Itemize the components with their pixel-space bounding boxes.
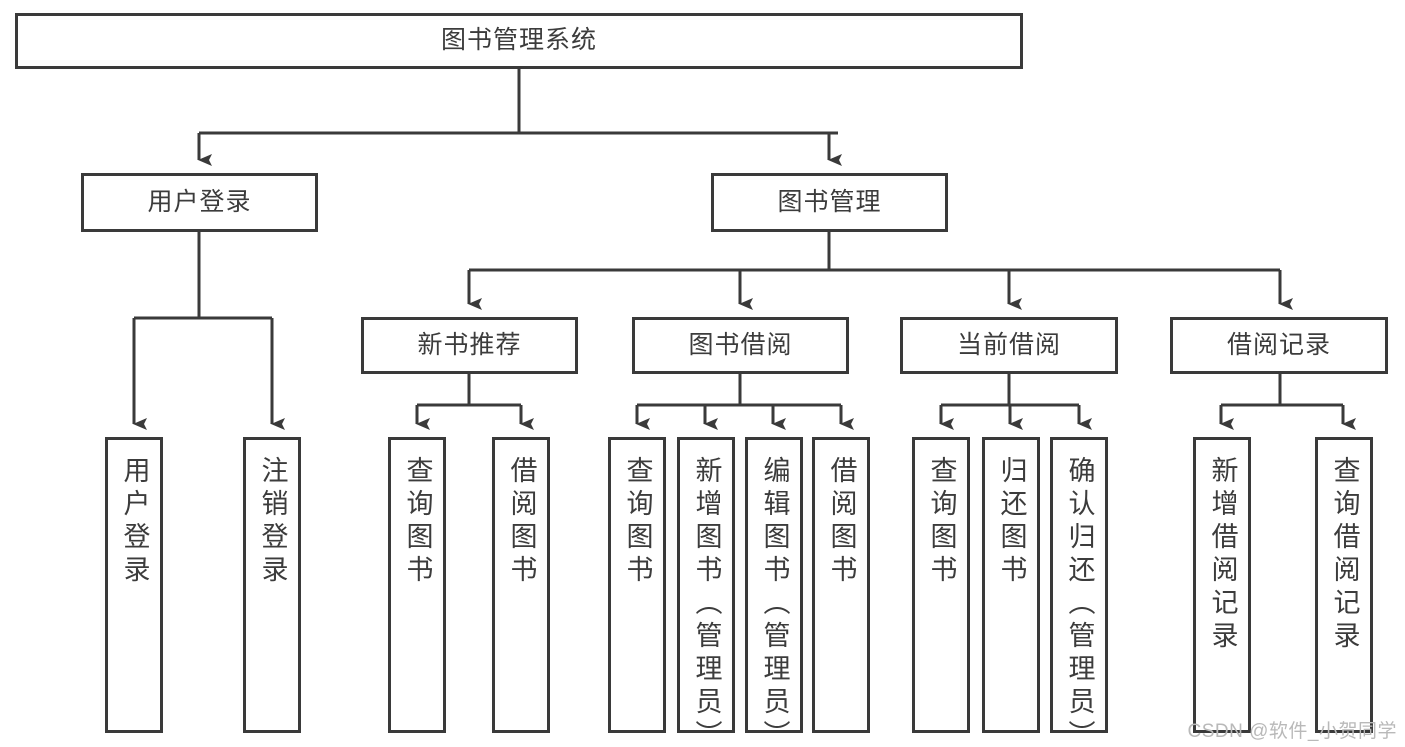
leaf-confirm-return-admin[interactable]: 确认归还（管理员） xyxy=(1050,437,1108,747)
node-label: 用户登录 xyxy=(147,187,252,216)
node-label: 查询图书 xyxy=(622,456,653,588)
node-label: 查询图书 xyxy=(926,456,957,588)
node-new-book-recommend[interactable]: 新书推荐 xyxy=(361,317,578,374)
node-label: 编辑图书（管理员） xyxy=(759,456,790,747)
leaf-add-borrow-record[interactable]: 新增借阅记录 xyxy=(1193,437,1251,733)
node-label: 确认归还（管理员） xyxy=(1064,456,1095,747)
node-label: 新书推荐 xyxy=(417,330,522,359)
node-book-borrow[interactable]: 图书借阅 xyxy=(632,317,849,374)
leaf-user-logout[interactable]: 注销登录 xyxy=(243,437,301,733)
node-current-borrow[interactable]: 当前借阅 xyxy=(900,317,1118,374)
leaf-edit-book-admin[interactable]: 编辑图书（管理员） xyxy=(745,437,803,747)
node-label: 图书管理系统 xyxy=(440,26,597,55)
node-book-management[interactable]: 图书管理 xyxy=(711,173,948,232)
node-label: 图书借阅 xyxy=(688,330,793,359)
node-label: 当前借阅 xyxy=(956,330,1061,359)
leaf-add-book-admin[interactable]: 新增图书（管理员） xyxy=(677,437,735,747)
node-label: 图书管理 xyxy=(777,187,882,216)
leaf-borrow-book[interactable]: 借阅图书 xyxy=(812,437,870,733)
watermark: CSDN @软件_小贺同学 xyxy=(1187,721,1397,742)
node-user-login[interactable]: 用户登录 xyxy=(81,173,318,232)
node-label: 注销登录 xyxy=(257,456,288,588)
leaf-return-book[interactable]: 归还图书 xyxy=(982,437,1040,733)
node-label: 借阅图书 xyxy=(506,456,537,588)
node-borrow-record[interactable]: 借阅记录 xyxy=(1170,317,1388,374)
node-label: 查询图书 xyxy=(402,456,433,588)
node-label: 借阅图书 xyxy=(826,456,857,588)
node-root-system[interactable]: 图书管理系统 xyxy=(15,13,1023,69)
leaf-query-book-current[interactable]: 查询图书 xyxy=(912,437,970,733)
node-label: 借阅记录 xyxy=(1226,330,1331,359)
leaf-query-borrow-record[interactable]: 查询借阅记录 xyxy=(1315,437,1373,733)
node-label: 用户登录 xyxy=(119,456,150,588)
leaf-user-login[interactable]: 用户登录 xyxy=(105,437,163,733)
node-label: 查询借阅记录 xyxy=(1329,456,1360,654)
node-label: 归还图书 xyxy=(996,456,1027,588)
leaf-query-book[interactable]: 查询图书 xyxy=(608,437,666,733)
leaf-query-book-new[interactable]: 查询图书 xyxy=(388,437,446,733)
leaf-borrow-book-new[interactable]: 借阅图书 xyxy=(492,437,550,733)
node-label: 新增借阅记录 xyxy=(1207,456,1238,654)
node-label: 新增图书（管理员） xyxy=(691,456,722,747)
